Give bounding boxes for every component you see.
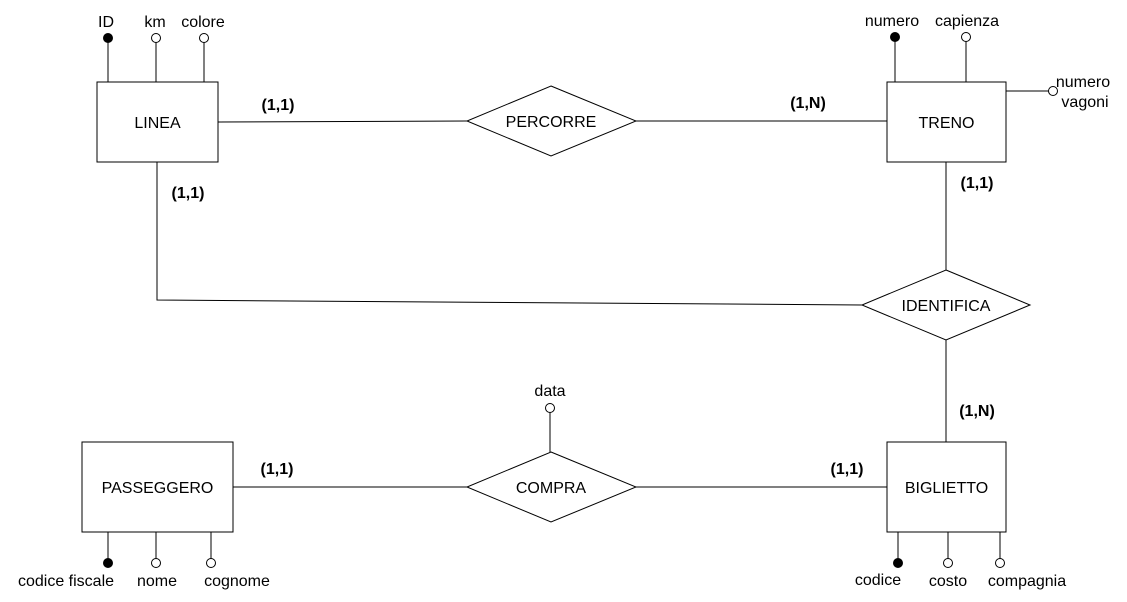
- attribute-linea-colore-label: colore: [181, 14, 225, 31]
- attribute-treno-capienza-marker: [961, 32, 971, 42]
- attribute-biglietto-compagnia-marker: [995, 558, 1005, 568]
- attribute-linea-km-label: km: [144, 14, 165, 31]
- attribute-stems: [107, 37, 1049, 563]
- entity-biglietto-label: BIGLIETTO: [905, 480, 988, 497]
- key-attribute-biglietto-codice-marker: [893, 558, 903, 568]
- connection-lines: [156, 120, 947, 488]
- relationship-compra: COMPRA: [465, 451, 638, 523]
- attribute-treno-numero-vagoni-label-line2: vagoni: [1061, 94, 1108, 111]
- entity-linea: LINEA: [96, 81, 219, 163]
- attribute-passeggero-nome-label: nome: [137, 573, 177, 590]
- attribute-biglietto-costo-marker: [943, 558, 953, 568]
- cardinality-linea-percorre: (1,1): [262, 97, 295, 114]
- edge-linea-identifica: [156, 162, 863, 306]
- attribute-compra-data-marker: [545, 403, 555, 413]
- attribute-treno-capienza-label: capienza: [935, 13, 999, 30]
- attribute-passeggero-codice-fiscale-label: codice fiscale: [18, 573, 114, 590]
- attribute-biglietto-costo-label: costo: [929, 573, 967, 590]
- relationship-percorre-label: PERCORRE: [506, 114, 597, 131]
- entity-biglietto: BIGLIETTO: [886, 441, 1007, 533]
- cardinality-labels: (1,1) (1,N) (1,1) (1,1) (1,N) (1,1) (1,1…: [172, 95, 995, 478]
- relationship-percorre: PERCORRE: [465, 85, 638, 157]
- entity-linea-label: LINEA: [134, 115, 181, 132]
- key-attribute-linea-id-marker: [103, 33, 113, 43]
- key-attribute-treno-numero-marker: [890, 32, 900, 42]
- relationship-compra-label: COMPRA: [516, 480, 587, 497]
- attribute-compra-data-label: data: [534, 383, 565, 400]
- entity-passeggero-label: PASSEGGERO: [102, 480, 214, 497]
- attribute-labels: ID km colore numero capienza numero vago…: [18, 13, 1110, 590]
- cardinality-linea-identifica: (1,1): [172, 185, 205, 202]
- attribute-linea-id-label: ID: [98, 14, 114, 31]
- edge-linea-percorre: [217, 120, 468, 123]
- entity-treno: TRENO: [886, 81, 1007, 163]
- entity-passeggero: PASSEGGERO: [81, 441, 234, 533]
- attribute-treno-numero-label: numero: [865, 13, 919, 30]
- cardinality-biglietto-compra: (1,1): [831, 461, 864, 478]
- attribute-passeggero-nome-marker: [151, 558, 161, 568]
- attribute-passeggero-cognome-label: cognome: [204, 573, 270, 590]
- attribute-treno-numero-vagoni-label-line1: numero: [1056, 74, 1110, 91]
- entity-treno-label: TRENO: [919, 115, 975, 132]
- attribute-passeggero-cognome-marker: [206, 558, 216, 568]
- key-attribute-passeggero-codice-fiscale-marker: [103, 558, 113, 568]
- attribute-treno-numero-vagoni-marker: [1048, 86, 1058, 96]
- attribute-linea-km-marker: [151, 33, 161, 43]
- attribute-linea-colore-marker: [199, 33, 209, 43]
- cardinality-treno-identifica: (1,1): [961, 175, 994, 192]
- relationship-identifica: IDENTIFICA: [860, 269, 1032, 341]
- relationship-identifica-label: IDENTIFICA: [902, 298, 991, 315]
- attribute-biglietto-compagnia-label: compagnia: [988, 573, 1066, 590]
- cardinality-treno-percorre: (1,N): [790, 95, 826, 112]
- cardinality-passeggero-compra: (1,1): [261, 461, 294, 478]
- cardinality-biglietto-identifica: (1,N): [959, 403, 995, 420]
- attribute-circles: [103, 32, 1058, 568]
- attribute-biglietto-codice-label: codice: [855, 572, 901, 589]
